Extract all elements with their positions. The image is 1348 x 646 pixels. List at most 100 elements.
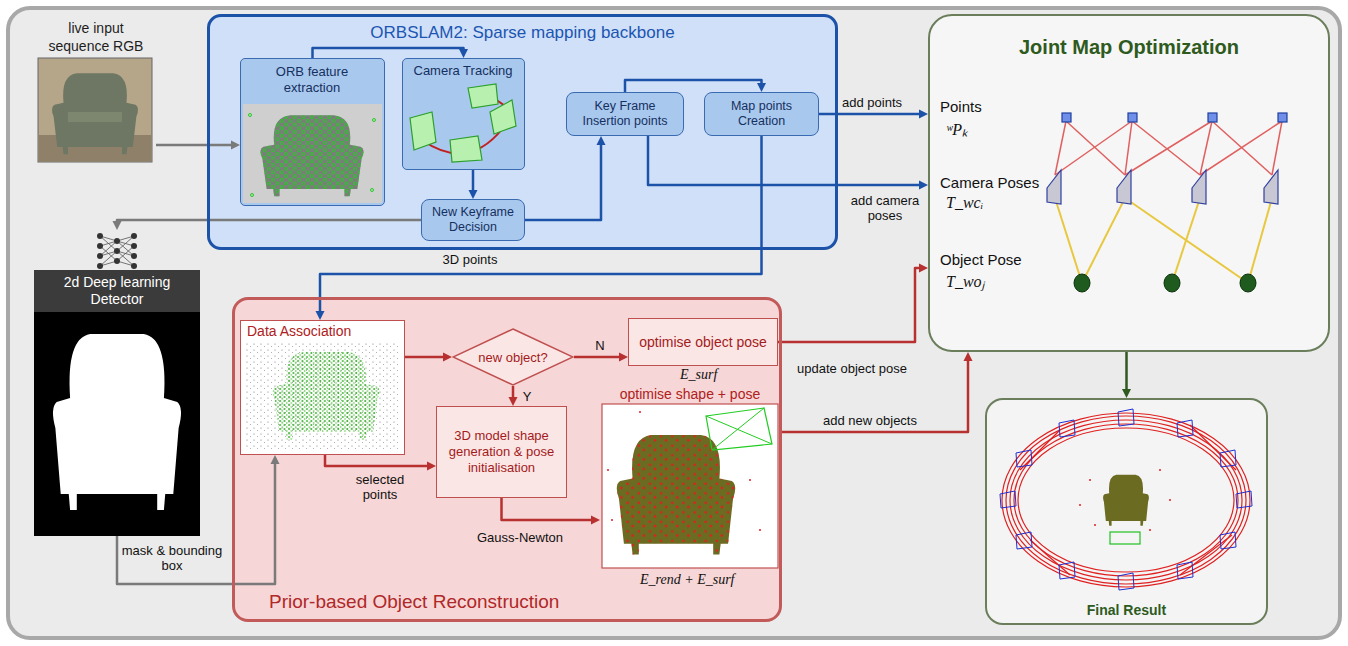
node-title: Joint Map Optimization xyxy=(930,36,1328,59)
connector xyxy=(525,136,606,220)
node-title: Data Association xyxy=(247,323,351,339)
connector xyxy=(1122,352,1131,398)
connector-line xyxy=(313,48,464,58)
connector xyxy=(509,386,518,406)
edge-label: add new objects xyxy=(823,413,917,428)
point-cloud xyxy=(240,320,405,455)
node-title: Camera Tracking xyxy=(405,63,521,79)
arrowhead xyxy=(591,516,600,525)
edge-label: add camera poses xyxy=(844,193,926,223)
arrowhead xyxy=(1122,389,1131,398)
node-title: new object? xyxy=(478,350,547,365)
backbone-fill xyxy=(209,16,836,248)
node-title: New Keyframe Decision xyxy=(428,205,518,235)
edge-label: Gauss-Newton xyxy=(477,530,563,545)
connector xyxy=(625,80,766,92)
edge-label: mask & bounding box xyxy=(117,543,227,573)
connector-line xyxy=(778,268,921,342)
graph-label: T_woⱼ xyxy=(946,270,985,292)
backbone-group: ORBSLAM2: Sparse mapping backbone ORB fe… xyxy=(207,14,838,250)
connector-line xyxy=(525,143,601,220)
connector xyxy=(469,170,478,199)
final-map xyxy=(985,398,1268,625)
connector xyxy=(574,353,628,362)
process-box: Key Frame Insertion points xyxy=(566,92,684,136)
process-box: New Keyframe Decision xyxy=(421,199,525,241)
edge-label: 3D points xyxy=(443,252,498,267)
graph-label: E_rend + E_surf xyxy=(640,572,734,588)
connector-line xyxy=(502,498,594,520)
arrowhead xyxy=(469,190,478,199)
connector-line xyxy=(156,144,233,147)
node-title: ORB feature extraction xyxy=(249,64,375,96)
connector xyxy=(313,48,469,58)
arrowhead xyxy=(919,181,928,190)
arrowhead xyxy=(113,221,122,230)
node-title: ORBSLAM2: Sparse mapping backbone xyxy=(210,23,835,43)
edge-label: selected points xyxy=(340,472,420,502)
process-box: Map points Creation xyxy=(704,92,819,136)
arrowhead xyxy=(597,136,606,145)
outer-panel xyxy=(8,8,1340,638)
connector-line xyxy=(472,170,475,192)
process-box: 3D model shape generation & pose initial… xyxy=(436,406,567,498)
node-title: live input sequence RGB xyxy=(40,19,152,55)
connector xyxy=(405,353,452,362)
arrowhead xyxy=(919,264,928,273)
node-title: Map points Creation xyxy=(711,99,812,129)
process-panel: Camera Tracking xyxy=(402,58,525,170)
connector-line xyxy=(625,80,762,92)
reconstruction-fill xyxy=(234,299,780,620)
detector-panel: 2d Deep learning Detector xyxy=(34,230,200,536)
connector xyxy=(502,498,601,525)
arrowhead xyxy=(443,353,452,362)
arrowhead xyxy=(619,353,628,362)
connector xyxy=(780,352,973,432)
graph-label: E_surf xyxy=(680,367,717,383)
node-title: Prior-based Object Reconstruction xyxy=(269,591,559,613)
connector xyxy=(113,220,422,230)
reconstruction-image xyxy=(600,386,780,570)
arrowhead xyxy=(509,397,518,406)
graph-label: T_wcᵢ xyxy=(946,194,983,212)
result-panel: Final Result xyxy=(985,398,1268,625)
decision-diamond: new object? xyxy=(452,328,574,386)
node-title: 2d Deep learning Detector xyxy=(34,270,200,312)
graph-label: Points xyxy=(940,98,982,115)
connector-line xyxy=(320,136,762,313)
connector xyxy=(778,264,928,343)
image-panel: optimise shape + pose xyxy=(600,386,780,570)
connector-line xyxy=(819,113,921,116)
connector-line xyxy=(648,136,921,185)
orb-image xyxy=(240,58,385,206)
connector-line xyxy=(574,356,621,359)
connector xyxy=(648,136,928,190)
node-title: 3D model shape generation & pose initial… xyxy=(443,428,560,476)
edge-label: Y xyxy=(523,389,532,404)
process-panel: ORB feature extraction xyxy=(240,58,385,206)
node-title: Final Result xyxy=(987,602,1266,618)
node-title: optimise object pose xyxy=(639,334,767,351)
graph-label: ʷPₖ xyxy=(946,118,968,140)
arrowhead xyxy=(459,49,468,58)
image-panel: Data Association xyxy=(240,320,405,455)
arrowhead xyxy=(757,83,766,92)
connector-line xyxy=(325,455,429,466)
edge-label: add points xyxy=(842,95,902,110)
process-box: optimise object pose xyxy=(628,318,778,366)
arrowhead xyxy=(316,311,325,320)
arrowhead xyxy=(271,455,280,464)
edge-label: update object pose xyxy=(797,361,907,376)
connector-line xyxy=(1125,352,1128,391)
connector-line xyxy=(117,220,421,223)
arrowhead xyxy=(231,141,240,150)
arrowhead xyxy=(964,352,973,361)
input-image: live input sequence RGB xyxy=(36,18,156,164)
node-title: Key Frame Insertion points xyxy=(573,99,677,129)
connector xyxy=(156,141,240,150)
graph-label: Object Pose xyxy=(940,251,1022,268)
edge-label: N xyxy=(595,338,604,353)
connector-line xyxy=(405,356,445,359)
node-title: optimise shape + pose xyxy=(600,386,780,403)
